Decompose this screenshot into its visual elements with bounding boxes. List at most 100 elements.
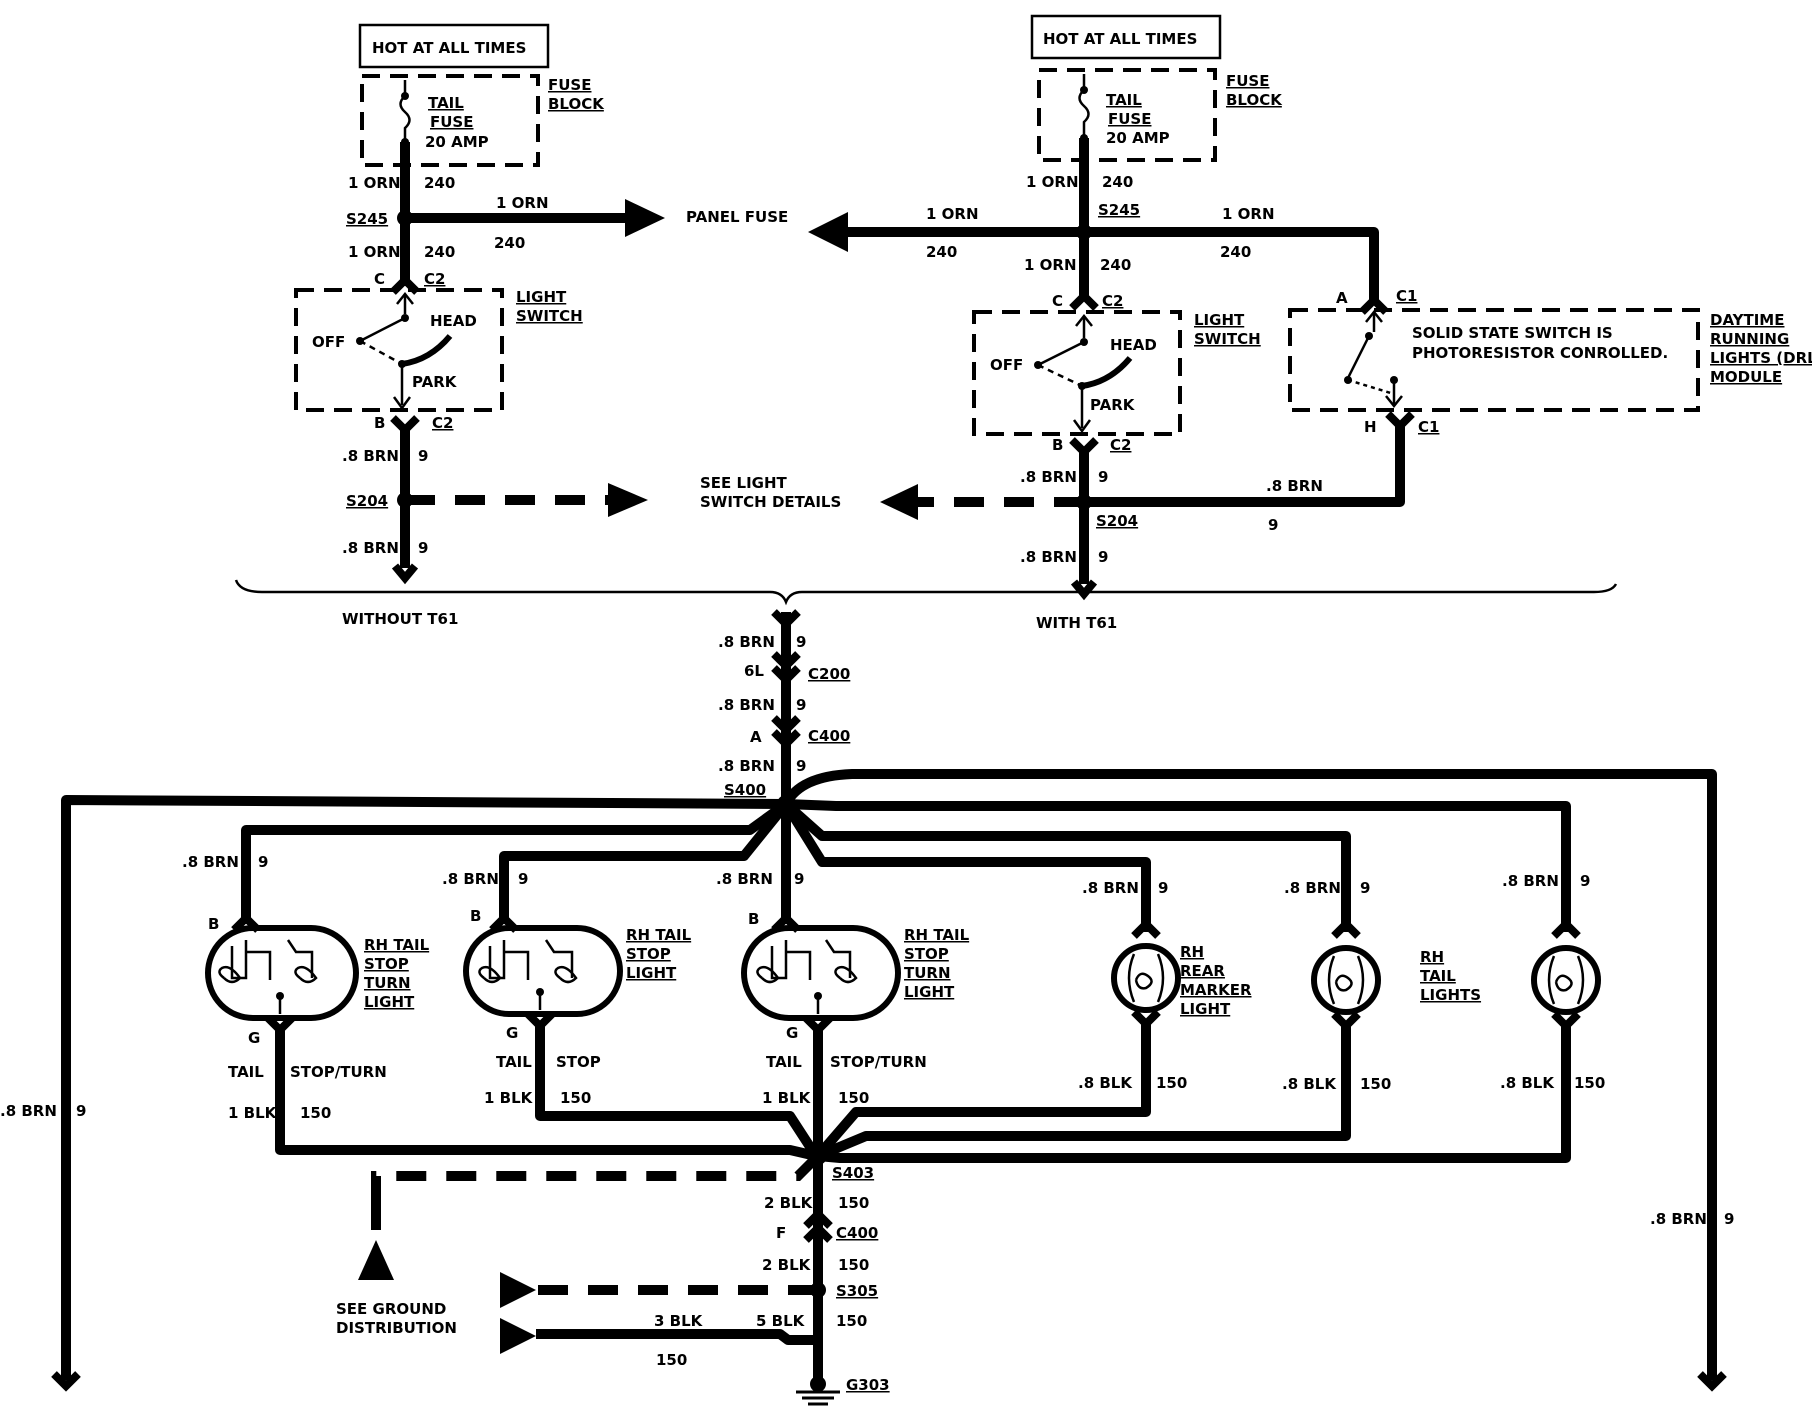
pin-label: A	[1336, 289, 1348, 307]
connector-chevron	[1551, 918, 1581, 939]
fuse-name: FUSE	[1108, 110, 1151, 128]
lamp-name: LIGHT	[904, 983, 955, 1001]
wire-color: .8 BRN	[1020, 468, 1077, 486]
wire-color: .8 BRN	[718, 633, 775, 651]
wire-circuit: 9	[796, 696, 806, 714]
pin-label: B	[1052, 436, 1063, 454]
circuit-function: TAIL	[766, 1053, 802, 1071]
lamp-housing	[741, 925, 901, 1021]
wire-circuit: 9	[796, 633, 806, 651]
drl-module-label: MODULE	[1710, 368, 1782, 386]
pin-label: B	[374, 414, 385, 432]
connector-chevron	[771, 665, 801, 686]
connector-chevron	[803, 1208, 833, 1229]
wire-circuit: 9	[518, 870, 528, 888]
fuse-block-label: BLOCK	[1226, 91, 1283, 109]
connector-chevron	[771, 715, 801, 736]
wire-circuit: 240	[494, 234, 525, 252]
wire-color: 2 BLK	[762, 1256, 812, 1274]
lamp-rh-tail-stop-turn-2: .8 BRN 9 B RH TAIL STOP TURN LIGHT G TAI…	[716, 870, 970, 1107]
pin-label: G	[506, 1024, 518, 1042]
switch-position-park: PARK	[412, 373, 458, 391]
pin-label: G	[248, 1029, 260, 1047]
fuse-block-outline	[360, 74, 540, 167]
wire-color: 1 ORN	[348, 243, 401, 261]
splice-id: S245	[1098, 201, 1140, 219]
wire	[781, 769, 1717, 1380]
lamp-rh-tail-lights-1: .8 BRN 9 RH TAIL LIGHTS .8 BLK 150	[1282, 879, 1481, 1093]
pin-label: F	[776, 1224, 786, 1242]
light-switch-label: SWITCH	[516, 307, 583, 325]
wire-color: 1 ORN	[496, 194, 549, 212]
arrow-left-terminal-icon	[500, 1318, 536, 1354]
switch-icon	[1034, 313, 1133, 434]
wire	[499, 800, 790, 924]
light-switch-label: SWITCH	[1194, 330, 1261, 348]
connector-id: C1	[1396, 287, 1417, 305]
hot-box	[358, 23, 550, 69]
wire-circuit: 240	[926, 243, 957, 261]
pin-label: G	[786, 1024, 798, 1042]
bulb-filament-icon	[218, 939, 318, 984]
wire-color: .8 BRN	[718, 757, 775, 775]
pin-label: B	[748, 910, 759, 928]
wire-color: .8 BRN	[442, 870, 499, 888]
splice-id: S204	[1096, 512, 1138, 530]
light-switch-label: LIGHT	[516, 288, 567, 306]
ground-return: S403 SEE GROUND DISTRIBUTION 2 BLK 150 F…	[275, 1024, 1571, 1406]
lamp-name: STOP	[364, 955, 409, 973]
wire-color: .8 BRN	[0, 1102, 57, 1120]
splice-id: S245	[346, 210, 388, 228]
wire	[814, 1024, 1151, 1160]
lamp-name: LIGHTS	[1420, 986, 1481, 1004]
wire-color: .8 BRN	[716, 870, 773, 888]
lamp-name: TAIL	[1420, 967, 1456, 985]
connector-chevron	[390, 415, 420, 436]
splice-id: S403	[832, 1164, 874, 1182]
connector-id: C1	[1418, 418, 1439, 436]
wire	[781, 801, 1151, 932]
lamp-name: TURN	[904, 964, 951, 982]
lamp-housing	[1531, 945, 1601, 1015]
see-details-label: SEE LIGHT	[700, 474, 788, 492]
wire-circuit: 9	[1158, 879, 1168, 897]
wire	[785, 799, 1571, 932]
wire-circuit: 9	[794, 870, 804, 888]
connector-chevron	[1069, 437, 1099, 458]
wire-color: .8 BRN	[342, 539, 399, 557]
wire	[275, 1030, 818, 1161]
wire-circuit: 9	[418, 539, 428, 557]
lamp-rh-tail-lights-2: .8 BRN 9 .8 BLK 150	[1500, 872, 1605, 1092]
wire-color: 1 ORN	[1026, 173, 1079, 191]
splice-id: S305	[836, 1282, 878, 1300]
wire-circuit: 150	[1574, 1074, 1605, 1092]
drl-module-label: RUNNING	[1710, 330, 1789, 348]
pin-label: B	[208, 915, 219, 933]
switch-icon	[356, 291, 453, 411]
fuse-rating: 20 AMP	[1106, 129, 1170, 147]
wire-color: 2 BLK	[764, 1194, 814, 1212]
fuse-block-label: FUSE	[1226, 72, 1269, 90]
pin-label: H	[1364, 418, 1377, 436]
connector-chevron	[803, 1222, 833, 1243]
wire	[536, 1329, 818, 1345]
wire-circuit: 150	[1360, 1075, 1391, 1093]
see-ground-label: DISTRIBUTION	[336, 1319, 457, 1337]
wire	[61, 795, 787, 1380]
lamp-name: STOP	[626, 945, 671, 963]
lamp-name: TURN	[364, 974, 411, 992]
connector-chevron	[1070, 579, 1098, 601]
option-brace	[234, 579, 1618, 606]
bulb-filament-icon	[1327, 955, 1365, 1005]
wire	[535, 1026, 821, 1159]
connector-id: C2	[1110, 436, 1131, 454]
wire-color: .8 BRN	[182, 853, 239, 871]
lamp-name: REAR	[1180, 962, 1225, 980]
wire-circuit: 9	[1098, 548, 1108, 566]
switch-position-off: OFF	[990, 356, 1023, 374]
wire-color: .8 BRN	[1082, 879, 1139, 897]
wire-circuit: 150	[838, 1256, 869, 1274]
arrow-left-terminal-icon	[500, 1272, 536, 1308]
wire-color: .8 BLK	[1078, 1074, 1133, 1092]
